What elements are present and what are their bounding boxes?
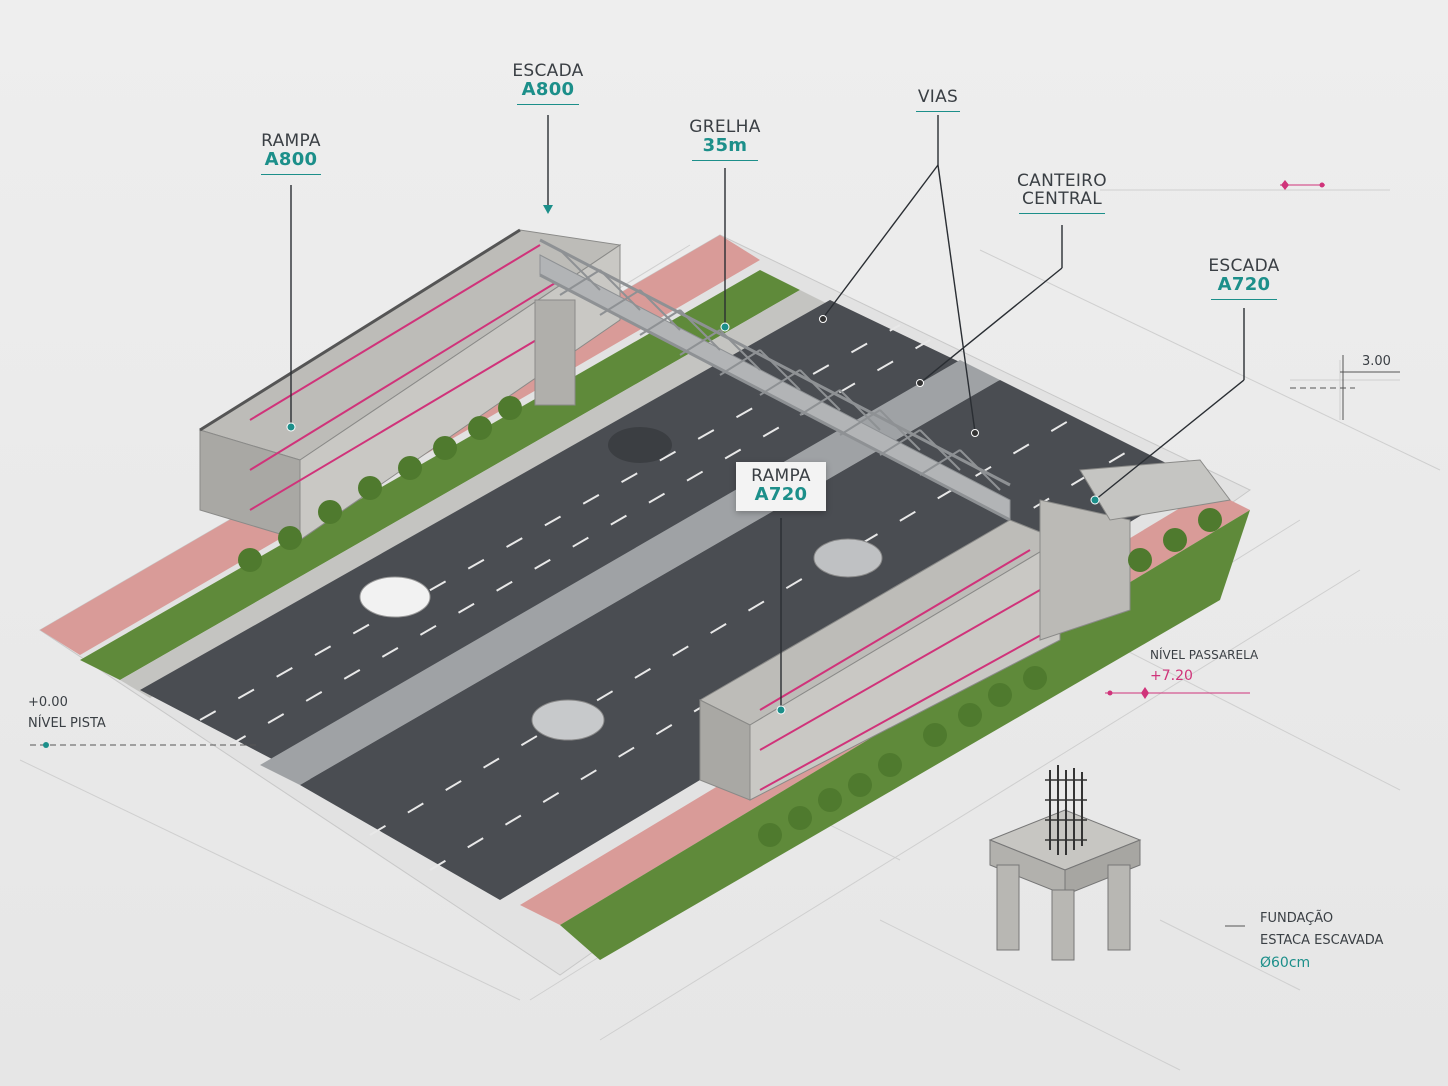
label-vias: VIAS <box>903 87 973 112</box>
foundation-detail <box>988 765 1142 961</box>
label-code: A800 <box>521 78 575 100</box>
label-title: RAMPA <box>261 131 321 151</box>
label-title: VIAS <box>917 87 959 107</box>
label-rampa-a720: RAMPA A720 <box>736 462 826 511</box>
label-canteiro-central: CANTEIRO CENTRAL <box>1007 171 1117 214</box>
nivel-pista-marker <box>43 742 49 748</box>
label-code: 35m <box>702 134 748 156</box>
right-stair-tower <box>1039 499 1131 641</box>
label-code: A800 <box>264 148 318 170</box>
nivel-pista-value: +0.00 <box>28 695 68 710</box>
truss-bridge <box>539 238 1011 522</box>
height-value: 3.00 <box>1362 354 1391 369</box>
nivel-passarela-label: NÍVEL PASSARELA <box>1150 648 1259 662</box>
label-title: GRELHA <box>689 117 761 137</box>
leader-lines <box>290 115 1245 710</box>
label-code: A720 <box>1217 273 1271 295</box>
label-code: A720 <box>754 483 808 505</box>
dimension-marks <box>30 184 1400 927</box>
foundation-line2: ESTACA ESCAVADA <box>1260 933 1384 949</box>
escada-arrow <box>543 205 553 214</box>
label-escada-a720: ESCADA A720 <box>1199 256 1289 300</box>
shrubs <box>238 396 1222 847</box>
nivel-pista-label: NÍVEL PISTA <box>28 715 106 731</box>
nivel-passarela-note: NÍVEL PASSARELA +7.20 <box>1150 646 1258 688</box>
label-title: ESCADA <box>512 61 584 81</box>
right-ramp-structure <box>698 519 1062 801</box>
foundation-line1: FUNDAÇÃO <box>1260 911 1334 926</box>
left-pier <box>534 299 576 406</box>
label-rampa-a800: RAMPA A800 <box>251 131 331 175</box>
label-line2: CENTRAL <box>1021 188 1103 209</box>
label-grelha-35m: GRELHA 35m <box>680 117 770 161</box>
label-escada-a800: ESCADA A800 <box>503 61 593 105</box>
label-title: ESCADA <box>1208 256 1280 276</box>
foundation-diameter: Ø60cm <box>1260 955 1311 972</box>
leader-dots <box>286 315 1100 715</box>
height-dimension: 3.00 <box>1362 352 1391 373</box>
left-grass-strip <box>80 270 800 680</box>
right-landing <box>1079 459 1231 521</box>
label-line1: CANTEIRO <box>1017 171 1107 191</box>
nivel-pista-note: +0.00 NÍVEL PISTA <box>28 693 106 735</box>
magenta-markers <box>1107 180 1325 699</box>
roadway-right <box>300 380 1200 900</box>
nivel-passarela-value: +7.20 <box>1150 668 1193 685</box>
foundation-note: FUNDAÇÃO ESTACA ESCAVADA Ø60cm <box>1260 908 1383 976</box>
left-sidewalk <box>120 290 830 698</box>
cars <box>359 427 883 741</box>
label-title: RAMPA <box>751 466 811 486</box>
